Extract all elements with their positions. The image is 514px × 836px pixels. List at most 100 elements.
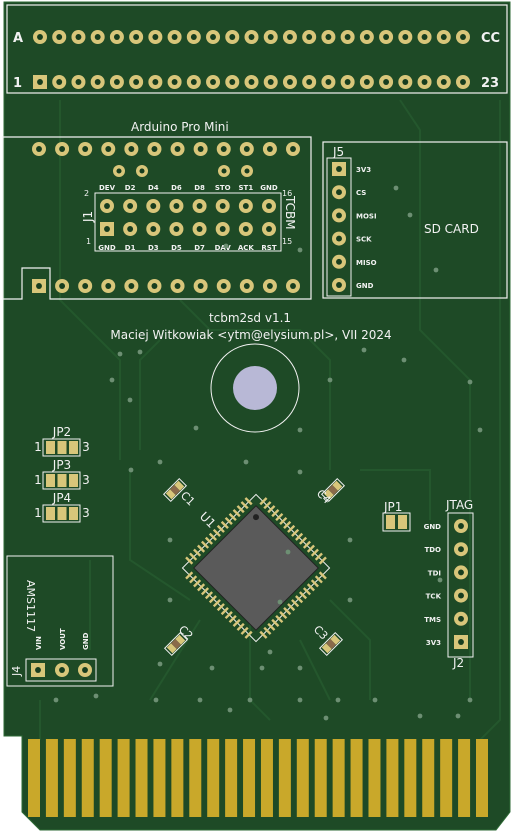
- capacitors: [162, 477, 346, 657]
- trace-11: [299, 639, 331, 701]
- edge-finger-18: [332, 739, 345, 817]
- cap-2: [320, 477, 346, 503]
- j1-pin-right-top: 16: [282, 189, 292, 198]
- j1-top-pin-3-drill: [150, 203, 157, 209]
- j1-top-label-2: D2: [125, 184, 136, 192]
- arduino-bottom-pin-9-drill: [220, 283, 227, 289]
- ic-pin-1-15: [314, 552, 323, 561]
- board-author: Maciej Witkowiak <ytm@elysium.pl>, VII 2…: [110, 328, 391, 342]
- jumper-outline-3: [42, 504, 81, 523]
- ic-pin-3-12: [200, 587, 210, 596]
- jumper-pad-2-1: [46, 474, 55, 487]
- ic-pin-4-3: [193, 548, 202, 557]
- sd-pin-label-4: SCK: [356, 236, 372, 244]
- edge-finger-23: [422, 739, 435, 817]
- j1-top-label-3: D4: [148, 184, 159, 192]
- edge-finger-20: [368, 739, 381, 817]
- ic-pin-1-16: [318, 556, 327, 565]
- j1-top-label-1: DEV: [99, 184, 116, 192]
- cap-outline-3: [163, 631, 189, 657]
- header-pin-1-14-drill: [287, 79, 293, 85]
- cap-body-1: [170, 485, 180, 495]
- arduino-pins: [32, 142, 300, 293]
- ic-pin-2-7: [295, 595, 304, 604]
- ic-pin-3-4: [232, 618, 241, 627]
- header-pin-1-15-drill: [306, 79, 313, 85]
- via-4: [193, 425, 199, 431]
- ic-pin-2-12: [275, 614, 284, 624]
- ic-pin-4-15: [240, 501, 249, 510]
- via-22: [153, 697, 159, 703]
- edge-finger-6: [117, 739, 130, 817]
- ic-pin-4-11: [224, 516, 233, 526]
- j1-top-pin-5-drill: [196, 203, 203, 209]
- arduino-top-pin-4-drill: [105, 146, 112, 152]
- ic-pin-2-14: [267, 622, 276, 631]
- jumper-pad-1-3: [69, 441, 78, 454]
- header-pin-a-13-drill: [267, 34, 274, 40]
- ic-pin-4-13: [232, 509, 241, 518]
- j1-outline: [94, 192, 282, 252]
- ic-package: [181, 493, 331, 643]
- ic-pin-row-1: [259, 497, 327, 565]
- via-10: [433, 267, 439, 273]
- header-pin-a-21-drill: [421, 34, 428, 40]
- jp1-ref: JP1: [383, 500, 402, 514]
- edge-finger-16: [296, 739, 309, 817]
- jtag-pin-5-drill: [458, 615, 464, 622]
- cap-3: [163, 631, 189, 657]
- arduino-bottom-pin-3-drill: [82, 283, 89, 289]
- jumper-pad-3-3: [69, 507, 78, 520]
- board-title: tcbm2sd v1.1: [209, 311, 291, 325]
- header-pin-a-4-drill: [94, 34, 101, 40]
- via-19: [455, 713, 461, 719]
- top-header-outline: [6, 4, 508, 94]
- edge-finger-19: [350, 739, 363, 817]
- via-29: [209, 665, 215, 671]
- via-42: [127, 397, 133, 403]
- sd-pin-1-drill: [336, 166, 342, 172]
- via-20: [467, 697, 473, 703]
- j1-top-pin-6-drill: [219, 203, 226, 209]
- ic-pin-2-10: [283, 607, 292, 616]
- jtag-pin-label-1: GND: [424, 523, 442, 531]
- via-26: [335, 697, 341, 703]
- j1-top-label-8: GND: [260, 184, 278, 192]
- vias: [53, 185, 483, 721]
- sd-ref: J5: [332, 145, 344, 159]
- via-40: [223, 243, 229, 249]
- header-pin-a-10-drill: [210, 34, 216, 40]
- edge-finger-14: [260, 739, 273, 817]
- ic-pin-3-7: [220, 607, 229, 616]
- via-43: [109, 377, 115, 383]
- ic-pin-3-13: [197, 583, 206, 592]
- ic-pin-3-14: [193, 579, 202, 588]
- ic-pin-2-2: [314, 575, 323, 584]
- header-pin-1-19-drill: [383, 79, 390, 85]
- edge-finger-22: [404, 739, 417, 817]
- via-6: [297, 427, 303, 433]
- via-25: [297, 697, 303, 703]
- ic-pin-3-16: [185, 571, 194, 580]
- j1-bottom-pin-4-drill: [173, 226, 180, 232]
- via-38: [347, 597, 353, 603]
- j1-bottom-pin-7-drill: [242, 226, 249, 232]
- j1-bottom-label-1: GND: [98, 244, 116, 252]
- cap-pad-a-3: [166, 643, 177, 654]
- cap-4: [318, 631, 344, 657]
- ic-pin-3-1: [244, 630, 253, 639]
- arduino-bottom-pin-7-drill: [174, 283, 181, 289]
- jumper-ref-3: JP4: [52, 491, 71, 505]
- header-pin-a-1-drill: [37, 34, 43, 40]
- ic-pin-4-12: [228, 512, 237, 522]
- header-pin-1-8-drill: [171, 79, 178, 85]
- header-pin-a-17-drill: [344, 34, 351, 40]
- ic-pin-1-12: [302, 540, 312, 549]
- jumper-outline-1: [42, 438, 81, 457]
- cap-pad-b-2: [332, 480, 343, 491]
- via-8: [361, 347, 367, 353]
- ic-pin-2-1: [318, 571, 327, 580]
- ic-pin-2-13: [271, 618, 280, 627]
- via-23: [197, 697, 203, 703]
